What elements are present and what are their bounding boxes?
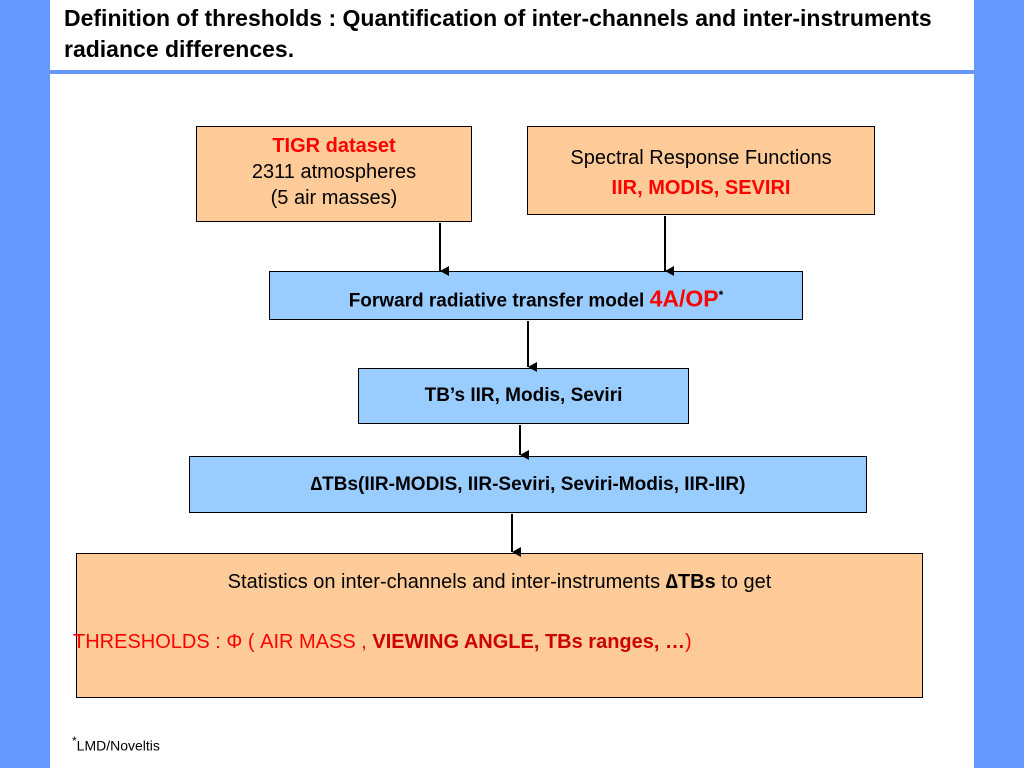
forward-model-box: Forward radiative transfer model 4A/OP* — [269, 271, 803, 320]
slide-title: Definition of thresholds : Quantificatio… — [64, 5, 932, 62]
delta-tb-label: TBs(IIR-MODIS, IIR-Seviri, Seviri-Modis,… — [322, 474, 746, 495]
phi-symbol: Φ — [226, 631, 243, 653]
forward-model-label: Forward radiative transfer model — [348, 290, 650, 312]
delta-tb-box: ∆TBs(IIR-MODIS, IIR-Seviri, Seviri-Modis… — [189, 456, 867, 513]
thresholds-line: THRESHOLDS : Φ ( AIR MASS , VIEWING ANGL… — [73, 628, 933, 656]
srf-label: Spectral Response Functions — [570, 147, 832, 169]
thresholds-rest: VIEWING ANGLE, TBs ranges, … — [372, 631, 685, 653]
tigr-atmospheres: 2311 atmospheres — [251, 161, 417, 183]
spectral-response-box: Spectral Response Functions IIR, MODIS, … — [527, 126, 875, 215]
footnote-text: LMD/Noveltis — [76, 737, 160, 754]
statistics-line: Statistics on inter-channels and inter-i… — [77, 569, 922, 595]
statistics-tail: to get — [715, 571, 772, 593]
tb-box: TB’s IIR, Modis, Seviri — [358, 368, 689, 424]
tigr-heading: TIGR dataset — [272, 135, 396, 157]
open-paren: ( — [242, 631, 261, 653]
title-band — [50, 0, 974, 74]
srf-instruments: IIR, MODIS, SEVIRI — [611, 177, 791, 199]
statistics-delta-symbol: ∆ — [665, 571, 678, 593]
tigr-dataset-box: TIGR dataset 2311 atmospheres (5 air mas… — [196, 126, 472, 222]
tigr-air-masses: (5 air masses) — [270, 187, 398, 209]
thresholds-label: THRESHOLDS : — [73, 631, 227, 653]
footnote-marker: * — [72, 734, 77, 748]
statistics-tbs: TBs — [677, 571, 716, 593]
tb-label: TB’s IIR, Modis, Seviri — [424, 385, 623, 406]
air-mass-label: AIR MASS , — [260, 631, 373, 653]
statistics-box: Statistics on inter-channels and inter-i… — [73, 553, 923, 698]
forward-model-footnote-marker: * — [718, 288, 724, 302]
forward-model-name: 4A/OP — [649, 285, 719, 312]
close-paren: ) — [685, 631, 692, 653]
delta-symbol: ∆ — [310, 474, 323, 495]
statistics-text: Statistics on inter-channels and inter-i… — [227, 571, 666, 593]
footnote: *LMD/Noveltis — [72, 734, 160, 754]
